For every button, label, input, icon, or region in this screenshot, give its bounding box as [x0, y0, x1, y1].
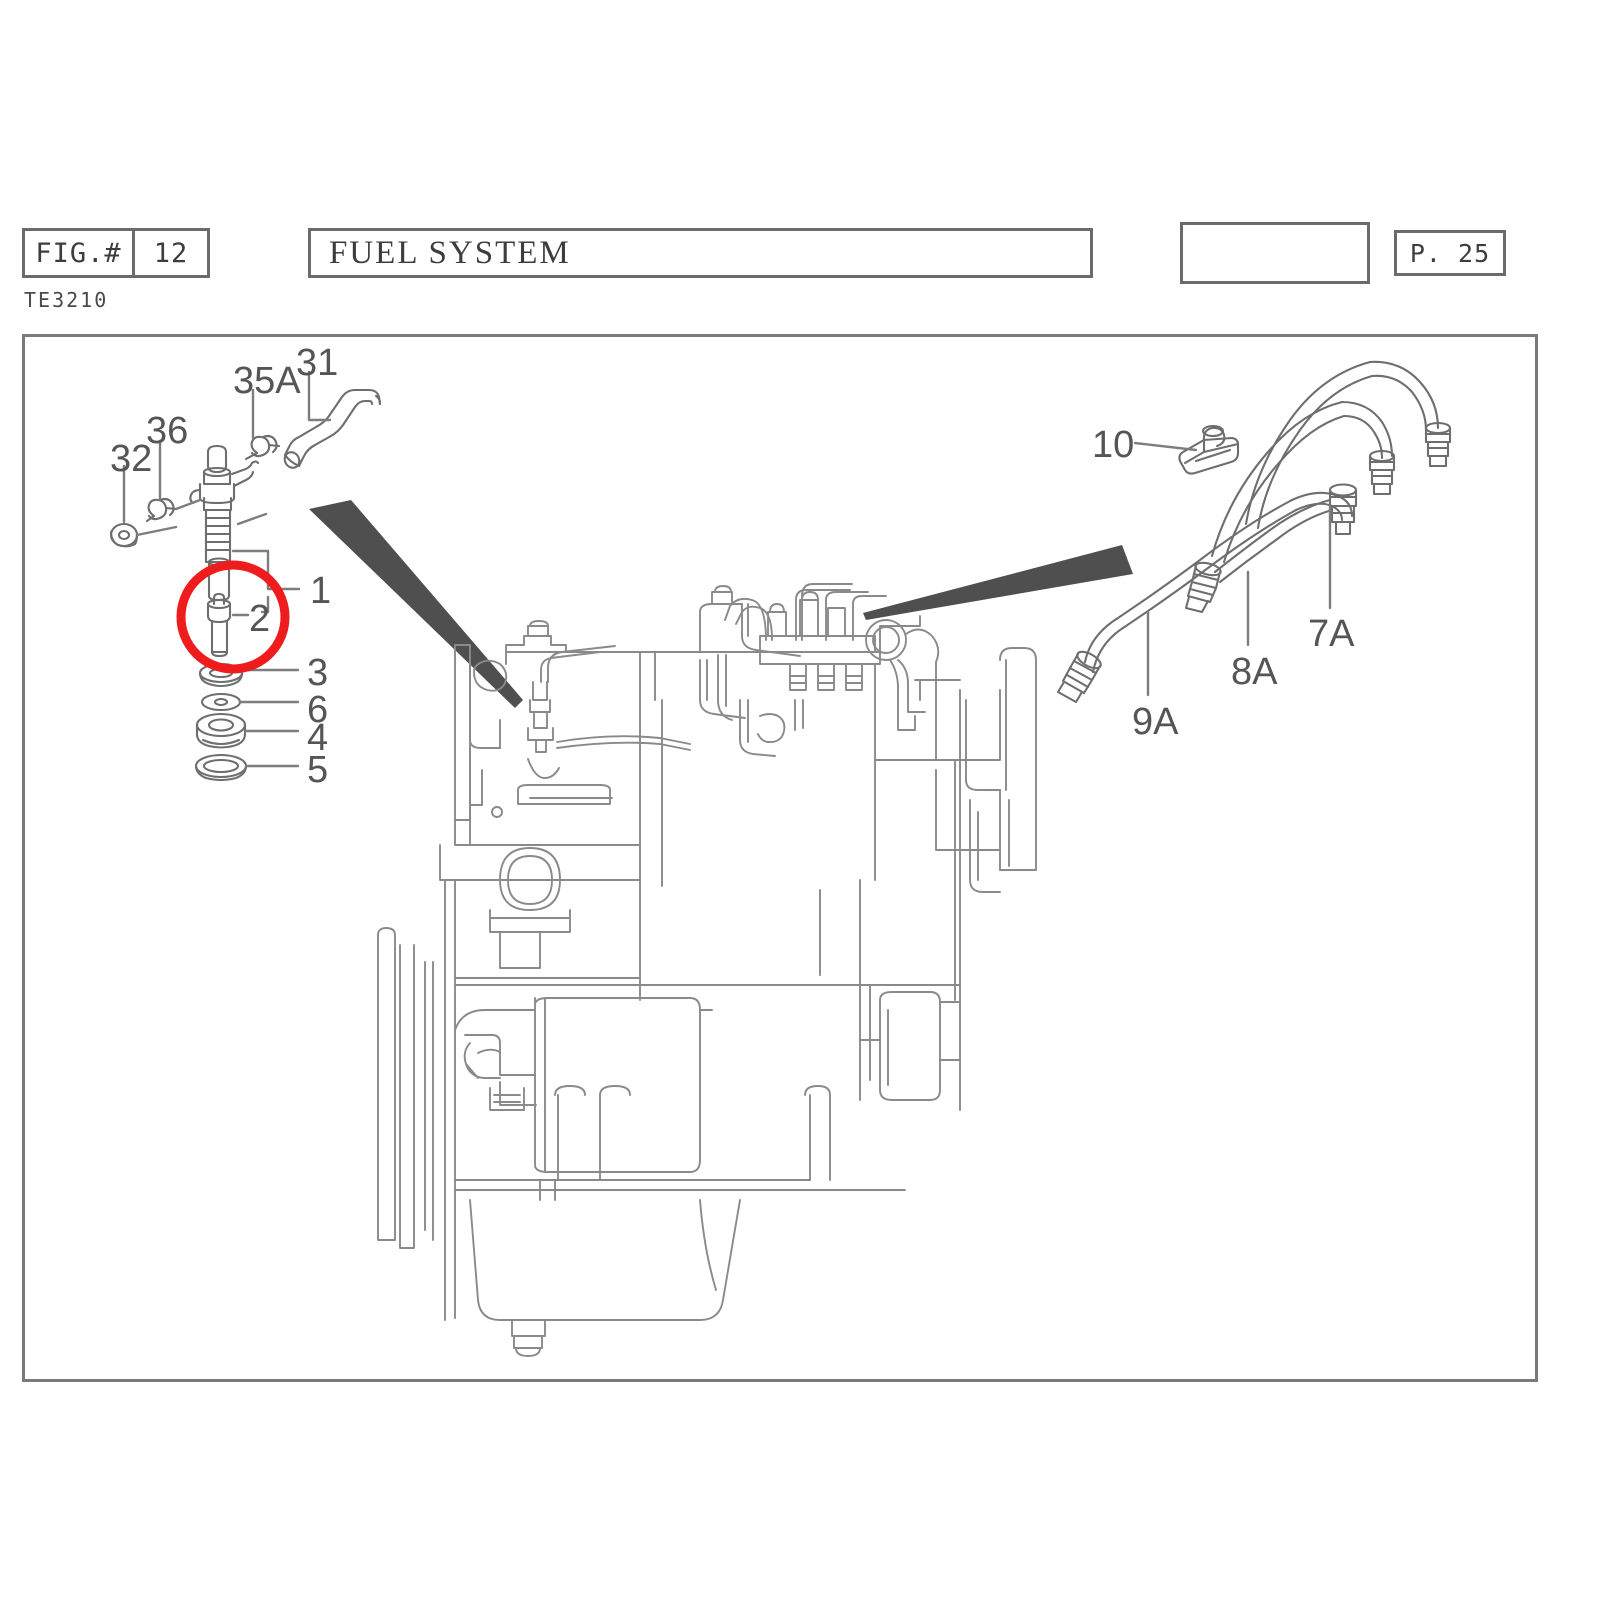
callout-31: 31 — [296, 342, 339, 384]
callout-8a: 8A — [1231, 651, 1278, 693]
callout-35a: 35A — [233, 360, 301, 402]
figure-number-box: 12 — [132, 228, 210, 278]
callout-5: 5 — [307, 749, 329, 791]
figure-number: 12 — [153, 237, 189, 269]
callout-7a: 7A — [1308, 613, 1355, 655]
callout-10: 10 — [1092, 424, 1135, 466]
blank-header-box — [1180, 222, 1370, 284]
diagram-title: FUEL SYSTEM — [329, 234, 571, 271]
figure-label-box: FIG.# — [22, 228, 132, 278]
callout-2: 2 — [249, 598, 271, 640]
page-number: P. 25 — [1409, 238, 1491, 268]
diagram-title-box: FUEL SYSTEM — [308, 228, 1093, 278]
callout-32: 32 — [110, 438, 153, 480]
diagram-frame — [22, 334, 1538, 1382]
drawing-code: TE3210 — [24, 288, 109, 312]
callout-9a: 9A — [1132, 701, 1179, 743]
page-number-box: P. 25 — [1394, 230, 1506, 276]
callout-1: 1 — [310, 570, 332, 612]
callout-6: 6 — [307, 689, 329, 731]
callout-3: 3 — [307, 652, 329, 694]
callout-4: 4 — [307, 717, 329, 759]
callout-36: 36 — [146, 410, 189, 452]
figure-label: FIG.# — [35, 237, 122, 269]
